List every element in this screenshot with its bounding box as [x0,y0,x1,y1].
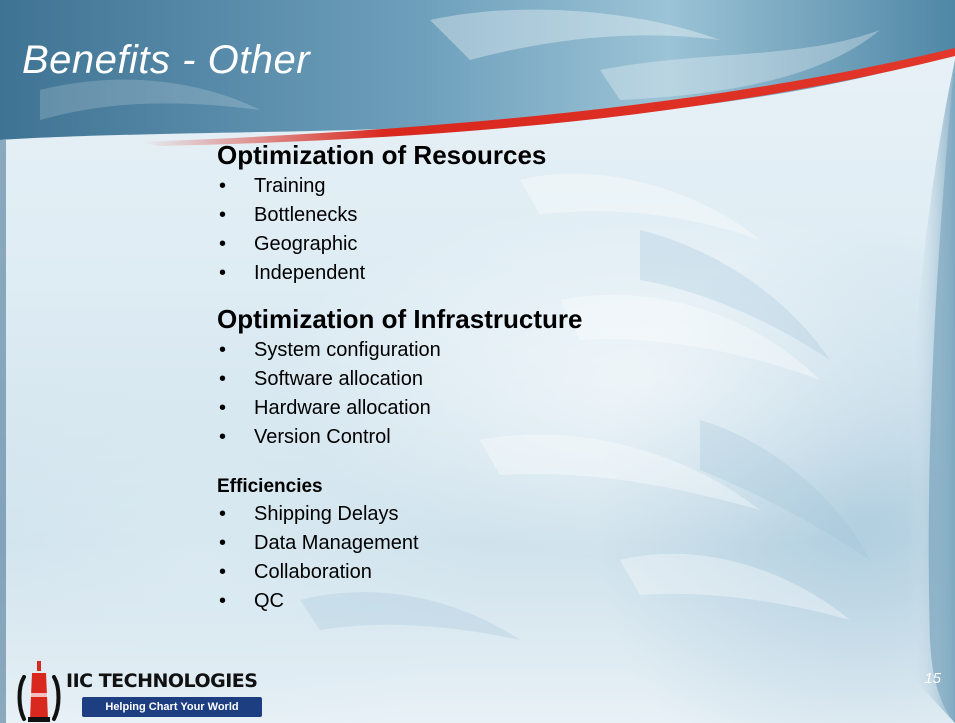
logo-tagline: Helping Chart Your World [82,697,262,717]
bullet-item: QC [217,587,817,616]
section-heading: Optimization of Infrastructure [217,304,583,334]
bullet-item: Shipping Delays [217,500,817,529]
buoy-logo-icon [17,661,61,722]
bullet-item: Geographic [217,230,817,259]
section-heading: Optimization of Resources [217,140,547,170]
section-efficiencies: Efficiencies Shipping Delays Data Manage… [217,474,817,616]
slide-number: 15 [924,670,941,687]
slide-body: Optimization of Resources Training Bottl… [217,138,817,616]
section-optimization-of-infrastructure: Optimization of Infrastructure System co… [217,302,817,452]
bullet-item: System configuration [217,336,817,365]
page-title: Benefits - Other [22,38,311,82]
bullet-item: Data Management [217,529,817,558]
bullet-list: System configuration Software allocation… [217,336,817,452]
bullet-item: Version Control [217,423,817,452]
section-heading: Efficiencies [217,476,323,497]
logo-wordmark: IIC TECHNOLOGIES [66,670,258,692]
company-logo: IIC TECHNOLOGIES Helping Chart Your Worl… [16,659,266,723]
bullet-item: Collaboration [217,558,817,587]
section-optimization-of-resources: Optimization of Resources Training Bottl… [217,138,817,288]
bullet-item: Bottlenecks [217,201,817,230]
bullet-item: Hardware allocation [217,394,817,423]
bullet-list: Shipping Delays Data Management Collabor… [217,500,817,616]
bullet-item: Training [217,172,817,201]
bullet-list: Training Bottlenecks Geographic Independ… [217,172,817,288]
bullet-item: Independent [217,259,817,288]
bullet-item: Software allocation [217,365,817,394]
